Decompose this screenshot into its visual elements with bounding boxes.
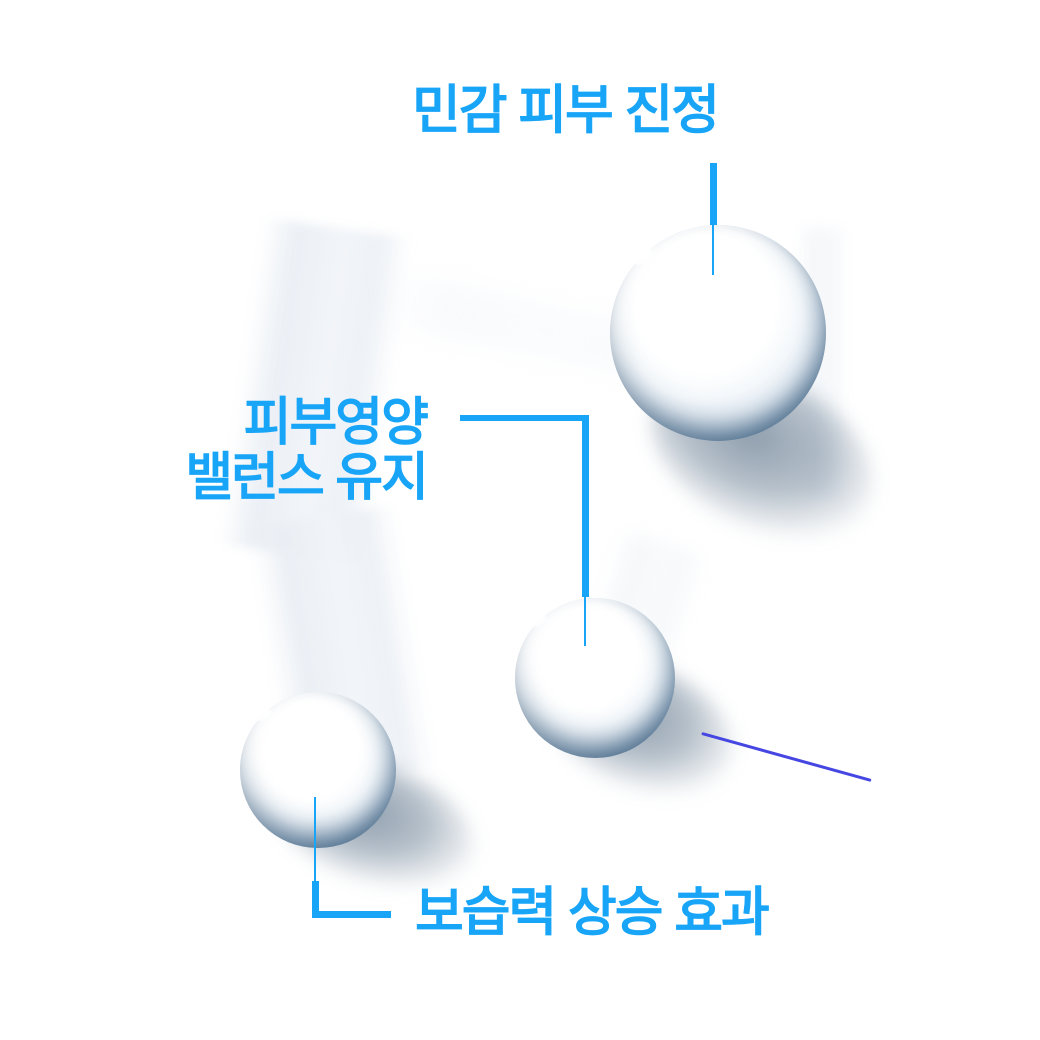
connector-middle-horizontal bbox=[460, 415, 589, 421]
label-skin-nutrition-line1: 피부영양 bbox=[243, 394, 429, 452]
connector-bottom-vertical-thick bbox=[312, 881, 319, 918]
water-droplet-middle bbox=[515, 598, 675, 758]
label-skin-nutrition-line2: 밸런스 유지 bbox=[185, 449, 429, 508]
connector-top-vertical-thick bbox=[710, 163, 717, 225]
label-skin-nutrition-balance: 피부영양 밸런스 유지 bbox=[185, 394, 429, 508]
connector-middle-vertical-thick bbox=[582, 415, 589, 597]
water-droplet-large bbox=[610, 225, 826, 441]
connector-bottom-vertical-thin bbox=[314, 797, 316, 882]
connector-top-vertical-thin bbox=[712, 225, 714, 275]
water-droplet-bottom bbox=[240, 692, 396, 848]
label-moisture-boost-effect: 보습력 상승 효과 bbox=[415, 883, 770, 942]
connector-bottom-horizontal bbox=[312, 911, 391, 918]
label-sensitive-skin-soothing: 민감 피부 진정 bbox=[411, 81, 720, 140]
connector-middle-vertical-thin bbox=[584, 597, 586, 646]
